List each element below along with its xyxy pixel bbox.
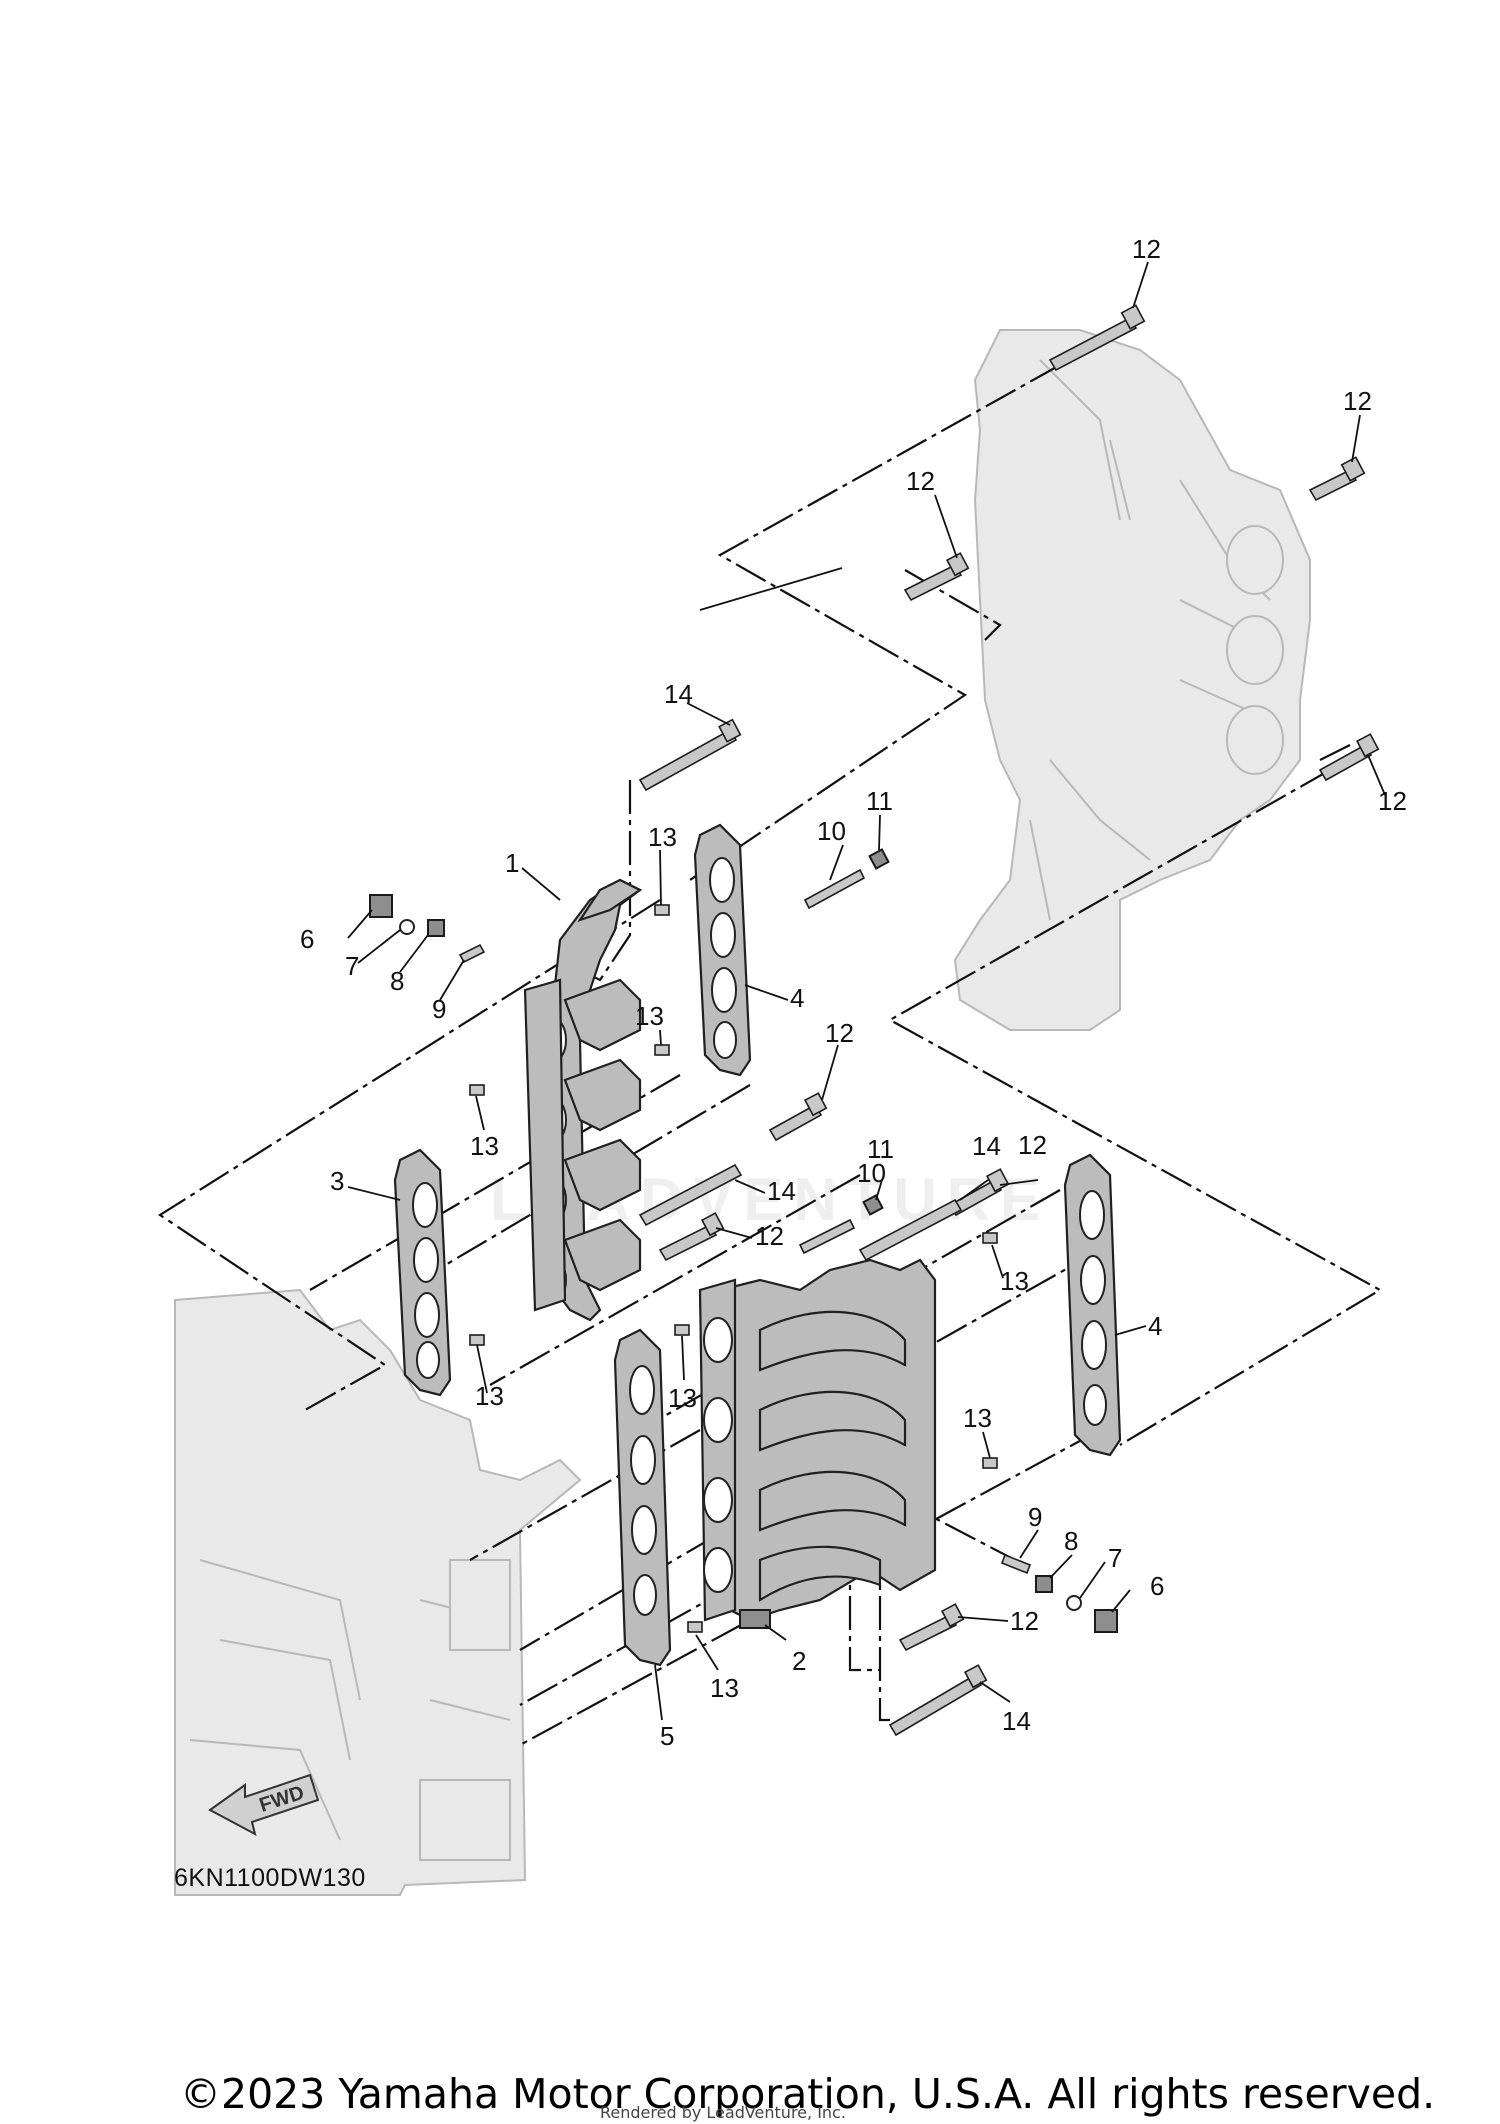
callout-6: 6 [1150, 1571, 1164, 1601]
callout-14: 14 [664, 679, 693, 709]
callout-1: 1 [505, 848, 519, 878]
gasket-3 [393, 1148, 452, 1397]
gasket-5 [613, 1328, 672, 1667]
rendered-by-credit: Rendered by LeadVenture, Inc. [600, 2103, 846, 2122]
engine-assembly-ghost-upper [953, 329, 1311, 1031]
callout-8: 8 [390, 966, 404, 996]
gasket-4-upper [693, 823, 752, 1077]
callout-13: 13 [635, 1001, 664, 1031]
gasket-4-lower [1063, 1153, 1122, 1457]
callout-labels: 12 12 12 12 14 1 10 11 13 4 6 7 8 9 13 1… [300, 234, 1407, 1751]
callout-13: 13 [668, 1383, 697, 1413]
callout-12: 12 [825, 1018, 854, 1048]
callout-9: 9 [432, 994, 446, 1024]
callout-12: 12 [906, 466, 935, 496]
callout-12: 12 [755, 1221, 784, 1251]
callout-4: 4 [1148, 1311, 1162, 1341]
callout-leaders [347, 261, 1386, 1721]
exhaust-manifold-upper [523, 878, 643, 1322]
callout-14: 14 [1002, 1706, 1031, 1736]
exhaust-manifold-lower [698, 1258, 937, 1629]
callout-13: 13 [963, 1403, 992, 1433]
callout-4: 4 [790, 983, 804, 1013]
copyright-notice: ©2023 Yamaha Motor Corporation, U.S.A. A… [180, 2070, 1436, 2118]
callout-14: 14 [972, 1131, 1001, 1161]
callout-9: 9 [1028, 1502, 1042, 1532]
forward-direction-arrow: FWD [208, 1773, 320, 1836]
callout-12: 12 [1343, 386, 1372, 416]
drawing-code: 6KN1100DW130 [174, 1864, 366, 1892]
callout-2: 2 [792, 1646, 806, 1676]
engine-block-ghost-lower [174, 1288, 582, 1896]
callout-12: 12 [1018, 1130, 1047, 1160]
callout-8: 8 [1064, 1526, 1078, 1556]
callout-11: 11 [867, 1134, 894, 1164]
callout-11: 11 [866, 786, 893, 816]
callout-10: 10 [857, 1158, 886, 1188]
callout-12: 12 [1010, 1606, 1039, 1636]
callout-5: 5 [660, 1721, 674, 1751]
callout-3: 3 [330, 1166, 344, 1196]
callout-7: 7 [345, 951, 359, 981]
callout-13: 13 [710, 1673, 739, 1703]
hardware [369, 304, 1380, 1737]
callout-12: 12 [1132, 234, 1161, 264]
callout-13: 13 [470, 1131, 499, 1161]
callout-14: 14 [767, 1176, 796, 1206]
callout-13: 13 [475, 1381, 504, 1411]
callout-12: 12 [1378, 786, 1407, 816]
callout-13: 13 [648, 822, 677, 852]
callout-13: 13 [1000, 1266, 1029, 1296]
callout-7: 7 [1108, 1543, 1122, 1573]
callout-6: 6 [300, 924, 314, 954]
callout-10: 10 [817, 816, 846, 846]
